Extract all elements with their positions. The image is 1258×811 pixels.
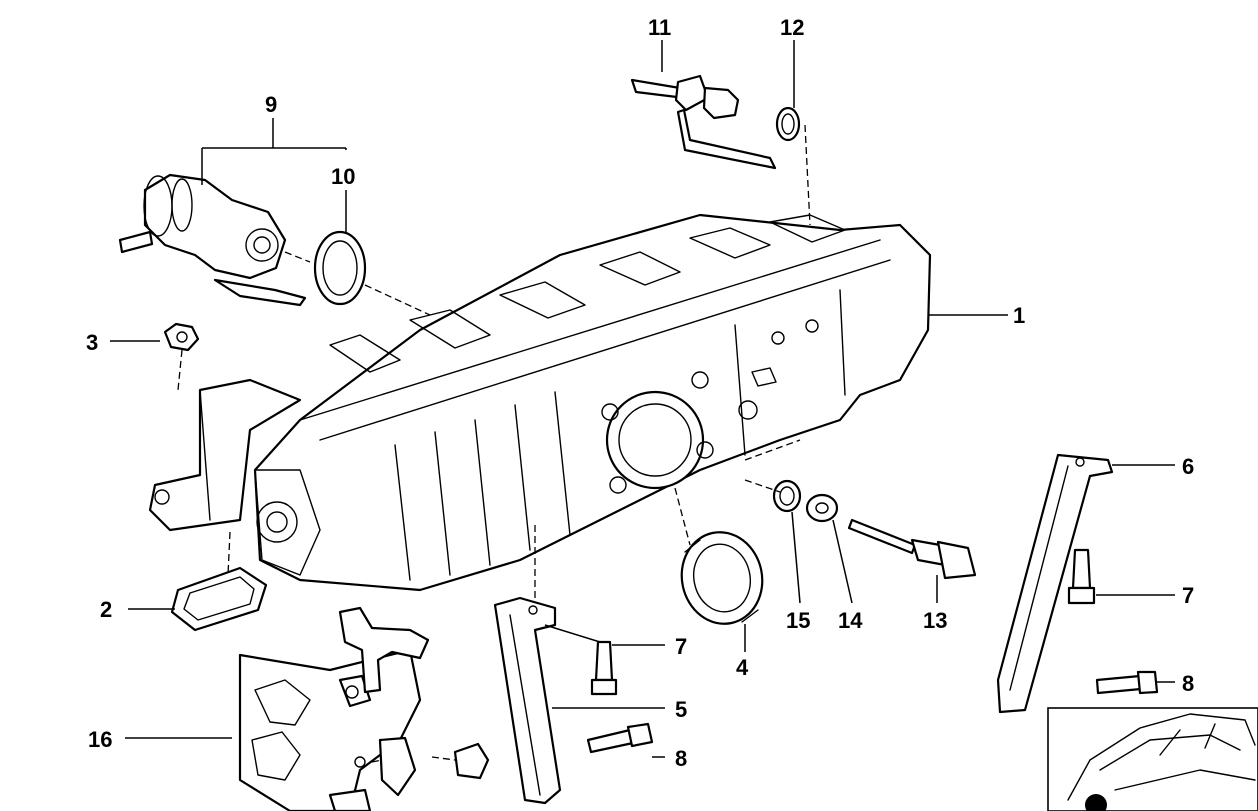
callout-16: 16 — [88, 727, 112, 752]
callout-10: 10 — [331, 164, 355, 189]
callout-8-center: 8 — [675, 746, 687, 771]
sensor-part-11[interactable] — [630, 74, 777, 170]
callout-6: 6 — [1182, 454, 1194, 479]
callout-9: 9 — [265, 92, 277, 117]
callout-3: 3 — [86, 330, 98, 355]
washer-part-14[interactable] — [805, 493, 839, 523]
bolt-part-7-right[interactable] — [1067, 548, 1096, 605]
seal-ring-part-12[interactable] — [775, 106, 801, 142]
o-ring-part-10[interactable] — [313, 230, 367, 306]
leader-lines — [110, 40, 1175, 758]
bolt-part-7-center[interactable] — [590, 640, 618, 696]
bracket-part-6[interactable] — [996, 453, 1114, 714]
callout-labels: 1 2 3 4 5 6 7 7 8 8 9 10 11 12 13 14 15 … — [86, 15, 1194, 771]
vehicle-location-thumbnail — [1047, 707, 1258, 811]
callout-7-center: 7 — [675, 634, 687, 659]
callout-5: 5 — [675, 697, 687, 722]
callout-4: 4 — [736, 655, 749, 680]
resonance-valve-part-9[interactable] — [118, 173, 307, 307]
callout-13: 13 — [923, 608, 947, 633]
callout-7-right: 7 — [1182, 583, 1194, 608]
callout-8-right: 8 — [1182, 671, 1194, 696]
intake-manifold-part-1[interactable] — [148, 213, 932, 592]
callout-11: 11 — [648, 15, 671, 40]
callout-14: 14 — [838, 608, 863, 633]
assembly-dashed-lines — [177, 124, 811, 763]
callout-1: 1 — [1013, 303, 1025, 328]
callout-2: 2 — [100, 597, 112, 622]
bolt-part-8-center[interactable] — [586, 722, 654, 754]
callout-15: 15 — [786, 608, 810, 633]
bolt-part-8-right[interactable] — [1095, 670, 1159, 695]
hose-bracket-part-16[interactable] — [238, 606, 490, 811]
temperature-sender-part-13[interactable] — [847, 518, 977, 580]
callout-12: 12 — [780, 15, 804, 40]
bracket-part-5[interactable] — [493, 596, 562, 805]
throttle-seal-part-4[interactable] — [673, 525, 770, 632]
gasket-part-2[interactable] — [170, 566, 268, 632]
nut-part-3[interactable] — [163, 322, 200, 352]
grommet-part-15[interactable] — [772, 479, 802, 513]
